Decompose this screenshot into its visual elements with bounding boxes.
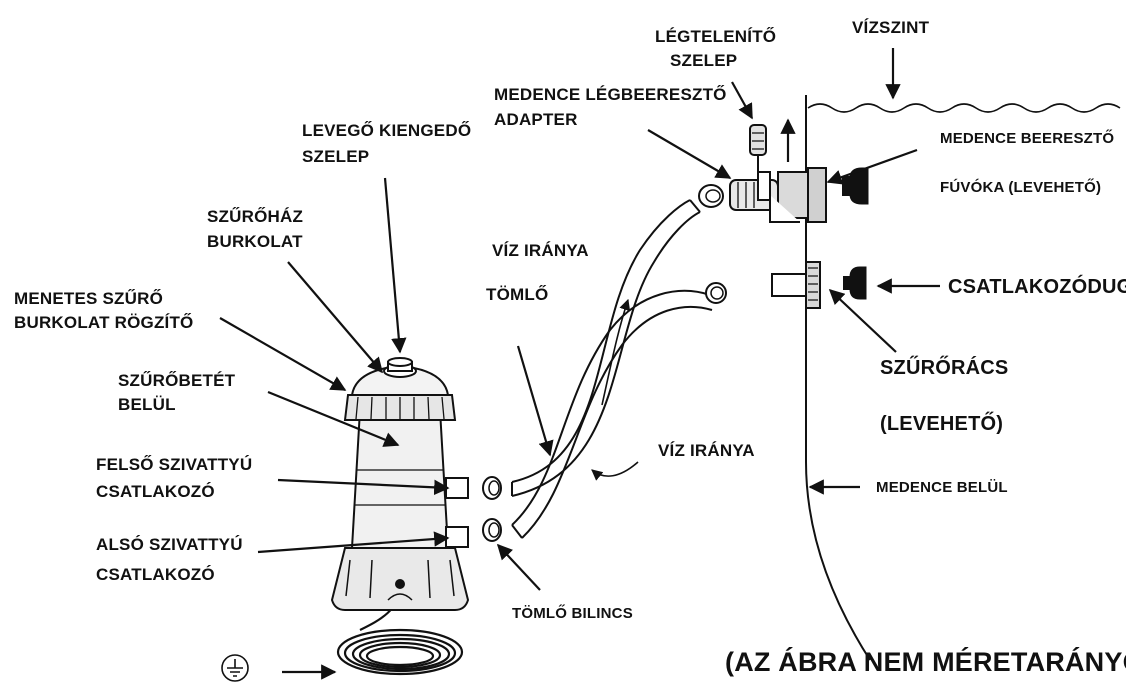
label-inlet-adapter-line1: MEDENCE LÉGBEERESZTŐ xyxy=(494,85,727,104)
label-lower-connector-line2: CSATLAKOZÓ xyxy=(96,565,215,584)
label-water-level: VÍZSZINT xyxy=(852,18,930,37)
label-inlet-nozzle-line1: MEDENCE BEERESZTŐ xyxy=(940,129,1114,147)
filter-pump-unit xyxy=(330,357,470,676)
hose-clamp-lower xyxy=(482,518,502,542)
label-threaded-cover-line2: BURKOLAT RÖGZÍTŐ xyxy=(14,313,193,332)
hose-clamp-upper xyxy=(482,476,502,500)
label-not-to-scale: (AZ ÁBRA NEM MÉRETARÁNYOS) xyxy=(725,646,1126,677)
air-release-valve xyxy=(749,124,767,172)
label-pool-inside: MEDENCE BELÜL xyxy=(876,479,1008,496)
label-cartridge-line2: BELÜL xyxy=(118,395,176,414)
label-housing-cover-line1: SZŰRŐHÁZ xyxy=(207,207,303,226)
label-upper-connector-line2: CSATLAKOZÓ xyxy=(96,482,215,501)
label-water-direction-lower: VÍZ IRÁNYA xyxy=(658,441,755,460)
label-strainer-line2: (LEVEHETŐ) xyxy=(880,412,1003,435)
label-lower-connector-line1: ALSÓ SZIVATTYÚ xyxy=(96,535,243,554)
label-inlet-adapter-line2: ADAPTER xyxy=(494,110,578,129)
label-threaded-cover-line1: MENETES SZŰRŐ xyxy=(14,289,163,308)
label-air-release-valve-line1: LÉGTELENÍTŐ xyxy=(655,27,776,46)
label-upper-connector-line1: FELSŐ SZIVATTYÚ xyxy=(96,455,252,474)
filter-housing-body xyxy=(350,409,450,549)
hose-upper xyxy=(511,199,701,497)
hose-clamp-pool-lower xyxy=(705,282,727,304)
inlet-nozzle xyxy=(842,167,869,205)
label-air-vent-valve-line1: LEVEGŐ KIENGEDŐ xyxy=(302,121,471,140)
label-air-vent-valve-line2: SZELEP xyxy=(302,147,369,166)
pool-wall xyxy=(805,95,871,661)
hose-lower xyxy=(511,289,713,539)
label-hose-clamp: TÖMLŐ BILINCS xyxy=(512,604,633,622)
label-strainer-line1: SZŰRŐRÁCS xyxy=(880,356,1008,379)
label-hose: TÖMLŐ xyxy=(486,285,548,304)
label-air-release-valve-line2: SZELEP xyxy=(670,51,737,70)
label-plug: CSATLAKOZÓDUGÓ xyxy=(948,274,1126,298)
lower-pump-connector xyxy=(445,526,469,548)
upper-pump-connector xyxy=(445,477,469,499)
water-surface xyxy=(807,103,1121,113)
label-cartridge-line1: SZŰRŐBETÉT xyxy=(118,371,236,390)
label-inlet-nozzle-line2: FÚVÓKA (LEVEHETŐ) xyxy=(940,178,1101,196)
hose-clamp-pool-upper xyxy=(698,184,724,208)
ground-symbol-icon xyxy=(221,654,249,682)
inlet-adapter-assembly xyxy=(729,167,827,223)
label-housing-cover-line2: BURKOLAT xyxy=(207,232,303,251)
pointer-arrows xyxy=(219,48,940,680)
label-water-direction-upper: VÍZ IRÁNYA xyxy=(492,241,589,260)
strainer-assembly xyxy=(771,261,867,309)
